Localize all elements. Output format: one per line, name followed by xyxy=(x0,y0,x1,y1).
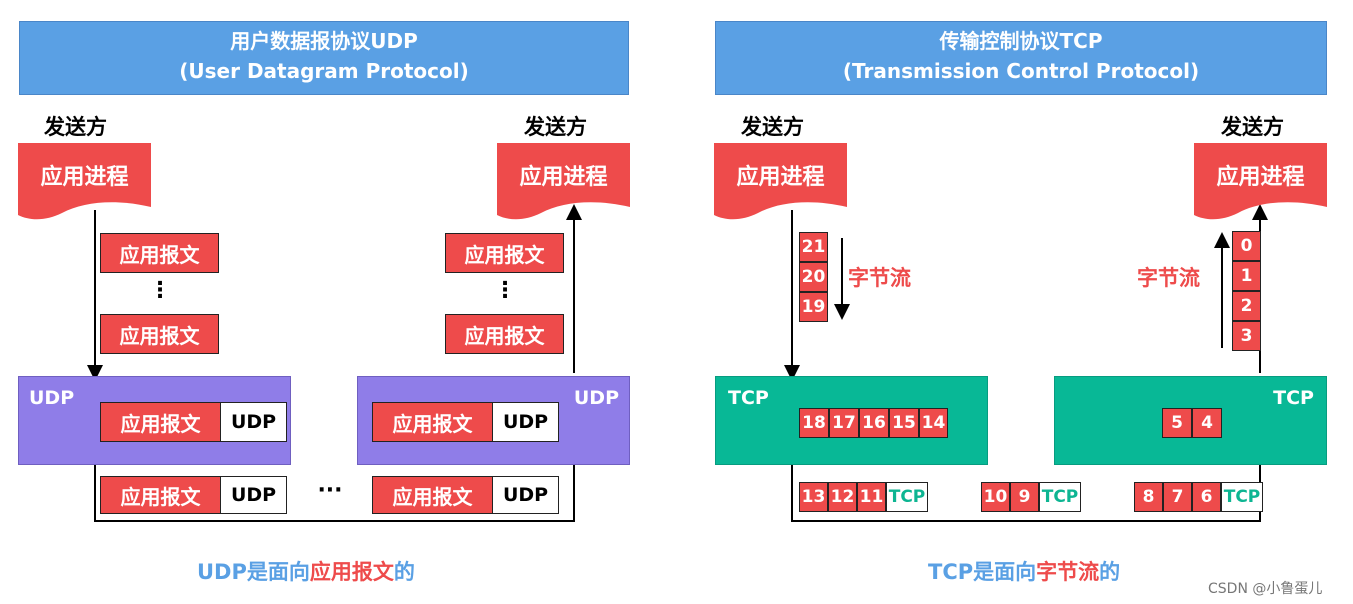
udp-wire-header-2: UDP xyxy=(492,476,559,514)
udp-left-layer-msg: 应用报文 xyxy=(100,402,221,442)
tcp-layer-right: TCP xyxy=(1054,376,1327,465)
udp-wire-msg-1: 应用报文 xyxy=(100,476,221,514)
byte-cell: 1 xyxy=(1232,261,1261,291)
udp-process-left-label: 应用进程 xyxy=(40,165,129,190)
byte-cell: 9 xyxy=(1010,482,1039,512)
byte-cell: 10 xyxy=(981,482,1010,512)
tcp-left-stream-label: 字节流 xyxy=(848,266,911,290)
udp-left-vdots: ⋮ xyxy=(149,278,171,303)
udp-caption: UDP是面向应用报文的 xyxy=(197,556,415,586)
document-shape-icon xyxy=(1194,143,1327,220)
udp-right-layer-header: UDP xyxy=(492,402,559,442)
udp-right-layer-msg: 应用报文 xyxy=(372,402,493,442)
udp-sender-left: 发送方 xyxy=(44,115,107,139)
tcp-segment2-header: TCP xyxy=(1039,482,1081,512)
tcp-process-right-label: 应用进程 xyxy=(1216,165,1305,190)
udp-caption-part1: UDP是面向 xyxy=(197,560,310,584)
udp-bottom-path xyxy=(94,465,575,522)
tcp-segment1-header: TCP xyxy=(886,482,928,512)
udp-right-msg-bottom: 应用报文 xyxy=(445,314,564,354)
byte-cell: 15 xyxy=(889,408,919,438)
udp-caption-part3: 的 xyxy=(393,560,415,584)
byte-cell: 21 xyxy=(799,232,828,262)
udp-process-right: 应用进程 xyxy=(497,143,630,223)
udp-left-msg-top: 应用报文 xyxy=(100,233,219,273)
tcp-segment3-header: TCP xyxy=(1221,482,1263,512)
byte-cell: 3 xyxy=(1232,321,1261,351)
tcp-sender-left: 发送方 xyxy=(741,115,804,139)
byte-cell: 17 xyxy=(829,408,859,438)
byte-cell: 2 xyxy=(1232,291,1261,321)
udp-sender-right: 发送方 xyxy=(524,115,587,139)
byte-cell: 14 xyxy=(919,408,948,438)
byte-cell: 13 xyxy=(799,482,828,512)
tcp-right-stream-label: 字节流 xyxy=(1137,266,1200,290)
byte-cell: 12 xyxy=(828,482,857,512)
tcp-sender-right: 发送方 xyxy=(1221,115,1284,139)
watermark: CSDN @小鲁蛋儿 xyxy=(1208,581,1323,597)
byte-cell: 5 xyxy=(1162,408,1192,438)
tcp-subtitle: (Transmission Control Protocol) xyxy=(842,59,1200,83)
byte-cell: 0 xyxy=(1232,231,1261,261)
byte-cell: 18 xyxy=(799,408,829,438)
tcp-layer-left-label: TCP xyxy=(728,387,769,409)
udp-process-left: 应用进程 xyxy=(18,143,151,223)
udp-layer-left-label: UDP xyxy=(29,387,75,409)
byte-cell: 11 xyxy=(857,482,886,512)
udp-right-vdots: ⋮ xyxy=(494,278,516,303)
tcp-header: 传输控制协议TCP (Transmission Control Protocol… xyxy=(715,21,1327,95)
tcp-layer-right-label: TCP xyxy=(1273,387,1314,409)
udp-title: 用户数据报协议UDP xyxy=(230,29,418,53)
document-shape-icon xyxy=(497,143,630,220)
tcp-process-left-label: 应用进程 xyxy=(736,165,825,190)
udp-wire-hdots: ··· xyxy=(317,478,343,503)
byte-cell: 8 xyxy=(1134,482,1163,512)
tcp-caption-part3: 的 xyxy=(1099,560,1121,584)
byte-cell: 20 xyxy=(799,262,828,292)
udp-right-msg-top: 应用报文 xyxy=(445,233,564,273)
tcp-caption-part1: TCP是面向 xyxy=(928,560,1037,584)
udp-header: 用户数据报协议UDP (User Datagram Protocol) xyxy=(19,21,629,95)
udp-subtitle: (User Datagram Protocol) xyxy=(179,59,469,83)
tcp-process-left: 应用进程 xyxy=(714,143,847,223)
tcp-caption: TCP是面向字节流的 xyxy=(928,556,1120,586)
byte-cell: 19 xyxy=(799,292,828,322)
tcp-title: 传输控制协议TCP xyxy=(939,29,1103,53)
udp-caption-part2: 应用报文 xyxy=(309,560,394,584)
tcp-process-right: 应用进程 xyxy=(1194,143,1327,223)
udp-process-right-label: 应用进程 xyxy=(519,165,608,190)
tcp-caption-part2: 字节流 xyxy=(1036,560,1100,584)
udp-layer-right-label: UDP xyxy=(573,387,619,409)
document-shape-icon xyxy=(18,143,151,220)
udp-left-layer-header: UDP xyxy=(220,402,287,442)
byte-cell: 7 xyxy=(1163,482,1192,512)
udp-wire-header-1: UDP xyxy=(220,476,287,514)
udp-left-msg-bottom: 应用报文 xyxy=(100,314,219,354)
udp-wire-msg-2: 应用报文 xyxy=(372,476,493,514)
byte-cell: 16 xyxy=(859,408,889,438)
document-shape-icon xyxy=(714,143,847,220)
byte-cell: 4 xyxy=(1192,408,1222,438)
byte-cell: 6 xyxy=(1192,482,1221,512)
